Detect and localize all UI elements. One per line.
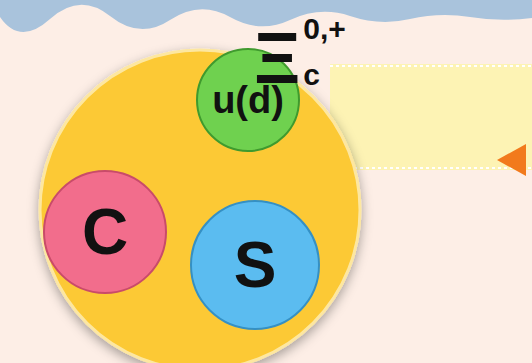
baryon-circle	[40, 50, 360, 363]
highlight-band	[330, 64, 532, 170]
circle-shape	[44, 171, 166, 293]
band-stitch	[330, 65, 532, 67]
quark-label: S	[234, 233, 277, 297]
band-stitch	[330, 167, 532, 169]
circle-shape	[191, 201, 319, 329]
quark-label: C	[82, 200, 128, 264]
particle-symbol: Ξ	[254, 22, 300, 94]
quark-circle: C	[43, 170, 167, 294]
pointer-triangle	[497, 144, 526, 176]
flavour-subscript: c	[303, 60, 320, 90]
charge-superscript: 0,+	[303, 14, 346, 44]
quark-circle: S	[190, 200, 320, 330]
